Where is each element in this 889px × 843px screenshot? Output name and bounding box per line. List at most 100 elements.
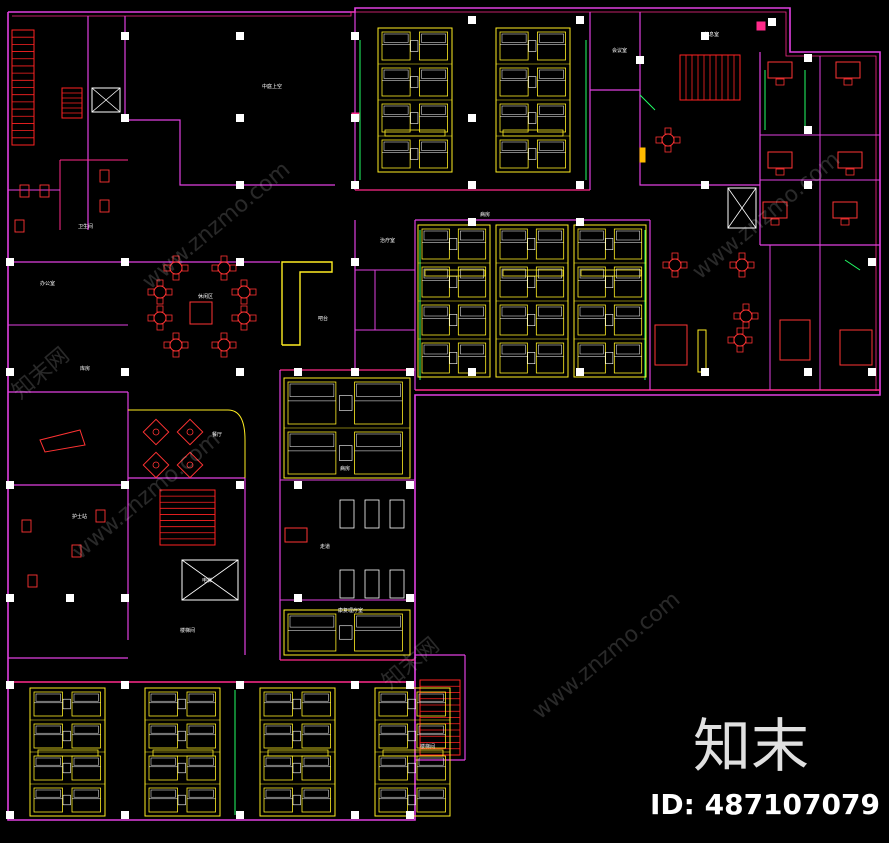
dining-table-icon [231, 279, 257, 305]
dining-table-icon [142, 451, 170, 479]
dining-table-icon [176, 451, 204, 479]
dining-alcove-arc [128, 409, 246, 478]
elevator-cross [91, 87, 121, 113]
column-icon [121, 811, 129, 819]
bed-pillow [265, 725, 291, 734]
bed-pillow [289, 615, 335, 628]
marker [639, 147, 646, 163]
night-stand [339, 445, 353, 461]
bed-pillow [356, 615, 401, 628]
night-stand [292, 698, 301, 710]
bed-icon [416, 691, 446, 717]
desk [767, 61, 793, 79]
chair [229, 264, 237, 272]
chair [156, 305, 164, 313]
night-stand [407, 762, 416, 774]
room-label-ward-a: 病房 [480, 211, 490, 218]
table-top [176, 451, 204, 479]
walls-layer [7, 7, 881, 821]
bed-icon [186, 787, 216, 813]
chair [249, 288, 257, 296]
bed-pillow [380, 725, 406, 734]
room-label-bar: 吧台 [318, 315, 328, 322]
chair [229, 341, 237, 349]
bed-icon [613, 266, 643, 298]
room-label-rest: 休息室 [704, 31, 719, 38]
bed-icon [419, 139, 448, 169]
dining-table-icon [147, 279, 173, 305]
chair [240, 323, 248, 331]
bed-icon [499, 304, 528, 336]
chair [775, 78, 785, 86]
bed-pillow [188, 757, 214, 766]
bed-pillow [538, 306, 562, 317]
chair [249, 314, 257, 322]
bed-pillow [538, 344, 562, 355]
column-icon [468, 114, 476, 122]
bed-icon [499, 342, 528, 374]
column-icon [576, 16, 584, 24]
chair [747, 261, 755, 269]
chair [736, 345, 744, 353]
headboard-band [502, 129, 564, 137]
column-icon [121, 594, 129, 602]
therapy-bed [364, 569, 380, 599]
room-label-elevator: 电梯 [202, 577, 212, 584]
bed-icon [537, 139, 566, 169]
desk [762, 201, 788, 219]
therapy-bed [389, 569, 405, 599]
column-icon [804, 126, 812, 134]
night-stand [449, 313, 458, 326]
bed-icon [499, 31, 529, 61]
bed-pillow [303, 693, 329, 702]
ward-column [259, 687, 336, 817]
bed-pillow [501, 105, 527, 115]
column-icon [701, 32, 709, 40]
bed-pillow [539, 105, 564, 115]
chair [165, 288, 173, 296]
bed-pillow [383, 141, 409, 151]
bed-pillow [616, 306, 640, 317]
column-icon [6, 811, 14, 819]
chair [165, 314, 173, 322]
desk [832, 201, 858, 219]
bed-pillow [35, 725, 61, 734]
bed-icon [499, 103, 529, 133]
headboard-band [384, 129, 446, 137]
night-stand [528, 40, 537, 52]
bed-icon [287, 381, 337, 425]
bed-icon [419, 103, 448, 133]
bed-icon [354, 613, 403, 652]
chair [220, 255, 228, 263]
bed-pillow [616, 268, 640, 279]
toilet-fixture [14, 219, 25, 233]
bed-pillow [421, 105, 446, 115]
chair [673, 136, 681, 144]
chair [240, 305, 248, 313]
bed-pillow [383, 105, 409, 115]
toilet-fixture [39, 184, 50, 198]
column-icon [294, 481, 302, 489]
table-center [186, 428, 194, 436]
chair [727, 336, 735, 344]
column-icon [406, 481, 414, 489]
column-icon [406, 681, 414, 689]
bed-icon [381, 103, 411, 133]
column-icon [121, 681, 129, 689]
night-stand [410, 40, 419, 52]
bed-icon [416, 723, 446, 749]
bed-pillow [539, 141, 564, 151]
stair-icon [61, 87, 83, 119]
chair [738, 270, 746, 278]
bed-icon [421, 266, 450, 298]
therapy-bed [339, 499, 355, 529]
bed-pillow [423, 268, 448, 279]
bed-pillow [616, 344, 640, 355]
column-icon [351, 368, 359, 376]
bed-pillow [501, 69, 527, 79]
marker [756, 21, 766, 31]
table-center [186, 461, 194, 469]
bed-icon [577, 342, 606, 374]
